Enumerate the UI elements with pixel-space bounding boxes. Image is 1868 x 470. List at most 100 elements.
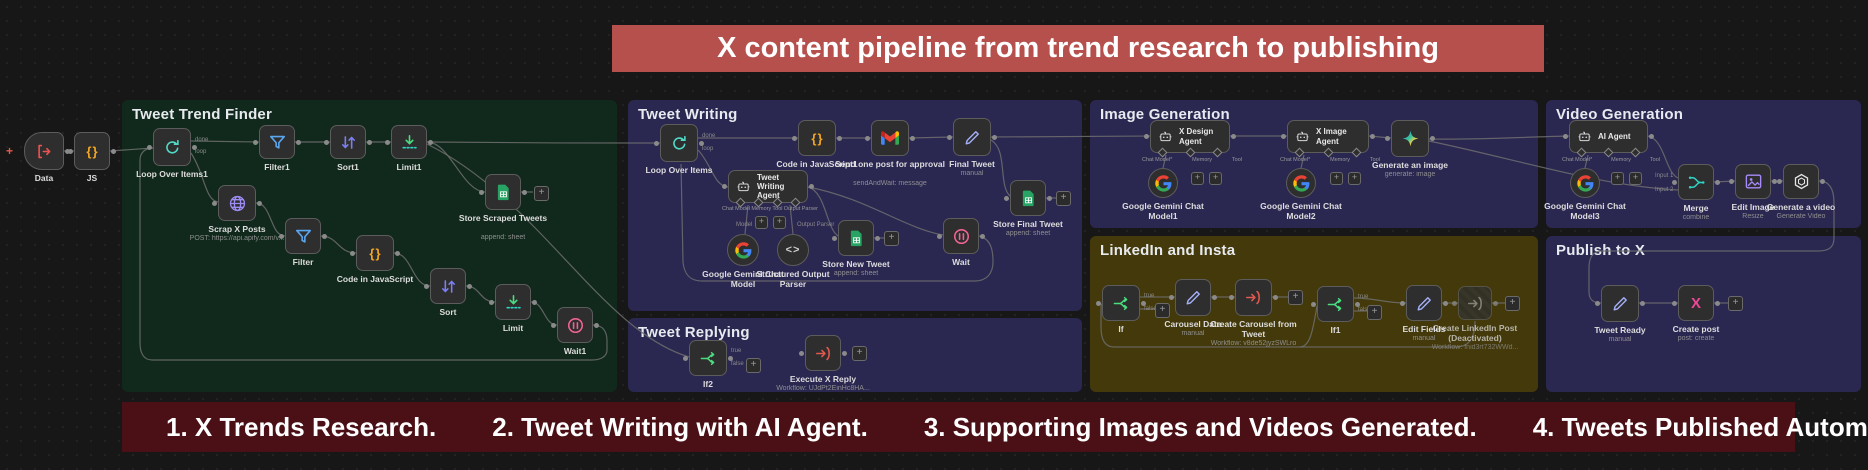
sort-icon: [439, 277, 458, 296]
add-connection-button[interactable]: +: [1367, 305, 1382, 320]
node-google-gemini-chat-model[interactable]: Google Gemini Chat Model: [702, 234, 784, 289]
filter-icon: [268, 133, 287, 152]
node-ai-agent[interactable]: AI Agent: [1563, 120, 1654, 158]
port-label-false: false: [1358, 307, 1371, 313]
add-connection-button[interactable]: +: [1056, 191, 1071, 206]
node-sort1[interactable]: Sort1: [324, 125, 372, 172]
node-if1[interactable]: If1: [1311, 286, 1360, 335]
add-connection-button[interactable]: +: [884, 231, 899, 246]
node-structured-output-parser[interactable]: <> Structured Output Parser: [756, 234, 830, 289]
port-label-loop: loop: [195, 149, 207, 155]
limit-icon: [504, 293, 523, 312]
node-google-gemini-chat-model2[interactable]: Google Gemini Chat Model2: [1260, 168, 1342, 221]
code-brackets-icon: <>: [785, 243, 801, 256]
step-3: 3. Supporting Images and Videos Generate…: [923, 411, 1477, 442]
port-label-done: done: [702, 133, 716, 139]
steps-banner[interactable]: 1. X Trends Research. 2. Tweet Writing w…: [122, 402, 1868, 452]
node-limit[interactable]: Limit: [489, 284, 537, 333]
merge-icon: [1687, 173, 1706, 192]
add-memory-button[interactable]: +: [1330, 172, 1343, 185]
node-merge[interactable]: Merge combine: [1672, 164, 1720, 221]
add-connection-button[interactable]: +: [852, 346, 867, 361]
node-create-carousel-from-tweet[interactable]: Create Carousel from Tweet Workflow: v8d…: [1210, 279, 1297, 347]
node-filter[interactable]: Filter: [279, 218, 327, 267]
execute-workflow-icon: [1244, 288, 1263, 307]
node-send-one-post-for-approval[interactable]: Send one post for approval sendAndWait: …: [835, 120, 945, 187]
node-sort[interactable]: Sort: [424, 268, 472, 317]
add-memory-button[interactable]: +: [1191, 172, 1204, 185]
node-loop-over-items1[interactable]: Loop Over Items1: [136, 128, 208, 179]
add-memory-button[interactable]: +: [1611, 172, 1624, 185]
agent-ports: [1157, 147, 1223, 158]
node-if2[interactable]: If2: [683, 340, 733, 389]
add-tool-button[interactable]: +: [1348, 172, 1361, 185]
robot-icon: [1158, 129, 1173, 144]
if-branch-icon: [699, 349, 718, 368]
node-create-post[interactable]: X Create post post: create: [1672, 285, 1720, 342]
port-label-true: true: [1358, 294, 1369, 300]
node-code-in-javascript1[interactable]: { } Code in JavaScript1: [776, 120, 858, 169]
port-label-input1: Input 1: [1655, 173, 1674, 179]
node-generate-an-image[interactable]: Generate an image generate: image: [1372, 120, 1448, 178]
add-tool-button[interactable]: +: [773, 216, 786, 229]
node-if[interactable]: If: [1096, 285, 1146, 334]
node-js[interactable]: { } JS: [68, 132, 116, 183]
node-final-tweet[interactable]: Final Tweet manual: [947, 118, 997, 177]
x-logo-icon: X: [1690, 294, 1701, 312]
add-connection-button[interactable]: +: [534, 186, 549, 201]
node-tweet-ready[interactable]: Tweet Ready manual: [1594, 285, 1646, 343]
pencil-icon: [1611, 294, 1630, 313]
code-icon: { }: [811, 130, 823, 146]
node-scrap-x-posts[interactable]: Scrap X Posts POST: https://api.apify.co…: [190, 185, 284, 242]
node-loop-over-items[interactable]: Loop Over Items: [645, 124, 713, 175]
add-connection-button[interactable]: +: [1505, 296, 1520, 311]
node-create-linkedin-post[interactable]: Create LinkedIn Post (Deactivated) Workf…: [1432, 286, 1518, 351]
globe-icon: [228, 194, 247, 213]
add-tool-button[interactable]: +: [1629, 172, 1642, 185]
node-filter1[interactable]: Filter1: [253, 125, 301, 172]
add-connection-button[interactable]: +: [746, 358, 761, 373]
add-connection-button[interactable]: +: [1155, 303, 1170, 318]
node-google-gemini-chat-model3[interactable]: Google Gemini Chat Model3: [1544, 168, 1626, 221]
port-label-loop: loop: [702, 146, 714, 152]
node-google-gemini-chat-model1[interactable]: Google Gemini Chat Model1: [1122, 168, 1204, 221]
node-tweet-writing-agent[interactable]: Tweet Writing Agent: [722, 170, 814, 208]
group-title: LinkedIn and Insta: [1100, 242, 1236, 259]
node-x-image-agent[interactable]: X Image Agent: [1281, 120, 1375, 158]
code-icon: { }: [86, 143, 98, 159]
node-limit1[interactable]: Limit1: [385, 125, 433, 172]
add-connection-button[interactable]: +: [1288, 290, 1303, 305]
step-1: 1. X Trends Research.: [166, 411, 437, 442]
node-generate-a-video[interactable]: Generate a video Generate Video: [1767, 164, 1835, 220]
node-store-scraped-tweets[interactable]: Store Scraped Tweets append: sheet: [459, 174, 547, 241]
node-wait[interactable]: Wait: [937, 218, 985, 267]
google-sheets-icon: [847, 229, 866, 248]
node-x-design-agent[interactable]: X Design Agent: [1144, 120, 1236, 158]
node-store-new-tweet[interactable]: Store New Tweet append: sheet: [822, 220, 890, 277]
title-banner[interactable]: X content pipeline from trend research t…: [612, 25, 1544, 72]
node-edit-image[interactable]: Edit Image Resize: [1729, 164, 1777, 220]
node-store-final-tweet[interactable]: Store Final Tweet append: sheet: [993, 180, 1063, 237]
node-data-trigger[interactable]: Data: [24, 132, 70, 183]
node-edit-fields[interactable]: Edit Fields manual: [1400, 285, 1448, 342]
node-carousel-data[interactable]: Carousel Data manual: [1164, 279, 1222, 337]
group-title: Tweet Replying: [638, 324, 750, 341]
sort-icon: [339, 133, 358, 152]
node-wait1[interactable]: Wait1: [551, 307, 599, 356]
port-label-input2: Input 2: [1655, 187, 1674, 193]
pencil-icon: [1184, 288, 1203, 307]
add-tool-button[interactable]: +: [1209, 172, 1222, 185]
node-code-in-javascript[interactable]: { } Code in JavaScript: [337, 235, 413, 284]
group-title: Video Generation: [1556, 106, 1684, 123]
filter-icon: [294, 227, 313, 246]
group-title: Publish to X: [1556, 242, 1646, 259]
add-memory-button[interactable]: +: [755, 216, 768, 229]
node-execute-x-reply[interactable]: Execute X Reply Workflow: UJdPt2EinHc8HA…: [776, 335, 870, 392]
agent-ports: [735, 197, 801, 208]
pencil-icon: [963, 128, 982, 147]
add-connection-button[interactable]: +: [1728, 296, 1743, 311]
agent-ports: [1576, 147, 1641, 158]
add-trigger-icon[interactable]: +: [6, 144, 14, 158]
